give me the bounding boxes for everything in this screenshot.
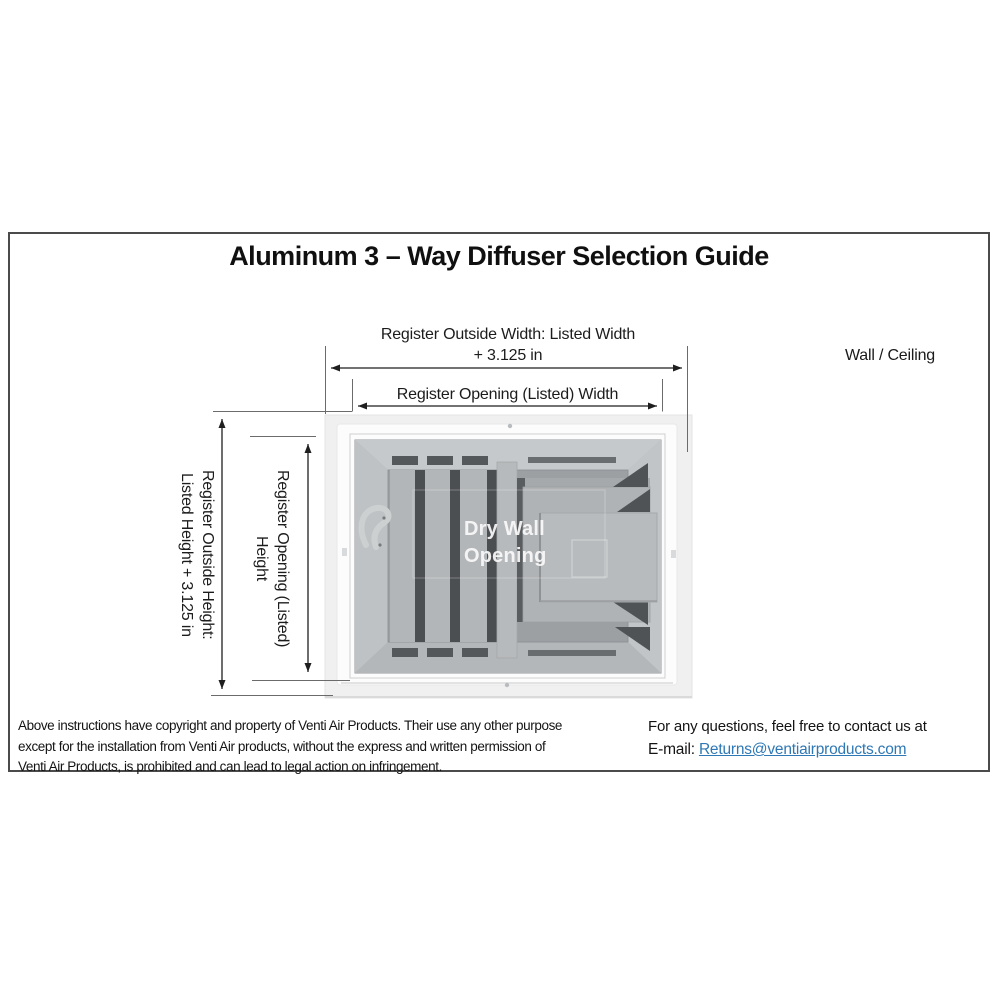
- contact-line: For any questions, feel free to contact …: [648, 718, 927, 735]
- dimension-arrows: [218, 364, 682, 689]
- label-opening-height-line2: Height: [253, 536, 270, 582]
- page-title: Aluminum 3 – Way Diffuser Selection Guid…: [229, 241, 769, 271]
- damper-face: [539, 512, 658, 603]
- left-vane-section: [390, 456, 525, 659]
- email-row: E-mail: Returns@ventiairproducts.com: [648, 738, 927, 761]
- label-opening-width: Register Opening (Listed) Width: [396, 386, 619, 403]
- label-outside-height: Register Outside Height: Listed Height +…: [174, 423, 218, 687]
- label-outside-width-line1: Register Outside Width: Listed Width: [380, 326, 636, 343]
- right-vane-section: [522, 457, 658, 656]
- label-outside-width-line2: + 3.125 in: [473, 347, 543, 364]
- drywall-opening-outline: [349, 433, 666, 679]
- label-opening-height-line1: Register Opening (Listed): [274, 470, 291, 648]
- label-wall-ceiling: Wall / Ceiling: [845, 347, 935, 364]
- drywall-opening-watermark: Dry Wall Opening: [464, 516, 547, 570]
- copyright-line: except for the installation from Venti A…: [18, 738, 546, 754]
- drywall-line1: Dry Wall: [464, 518, 545, 540]
- copyright-text: Above instructions have copyright and pr…: [18, 716, 562, 778]
- label-outside-height-line2: Listed Height + 3.125 in: [178, 473, 195, 637]
- contact-block: For any questions, feel free to contact …: [648, 715, 927, 761]
- screw-hole-bottom: [504, 682, 510, 688]
- extension-lines: [211, 346, 688, 696]
- screw-hole-top: [507, 423, 513, 429]
- drywall-line2: Opening: [464, 545, 547, 567]
- copyright-line: Above instructions have copyright and pr…: [18, 718, 563, 733]
- diffuser-photo: [336, 423, 678, 688]
- copyright-line: Venti Air Products, is prohibited and ca…: [18, 759, 442, 774]
- wire-clip: [358, 504, 392, 550]
- email-prefix: E-mail:: [648, 741, 699, 758]
- email-link[interactable]: Returns@ventiairproducts.com: [698, 741, 907, 758]
- label-outside-height-line1: Register Outside Height:: [199, 470, 216, 640]
- label-opening-height: Register Opening (Listed) Height: [249, 440, 293, 678]
- label-outside-width: Register Outside Width: Listed Width + 3…: [330, 324, 686, 366]
